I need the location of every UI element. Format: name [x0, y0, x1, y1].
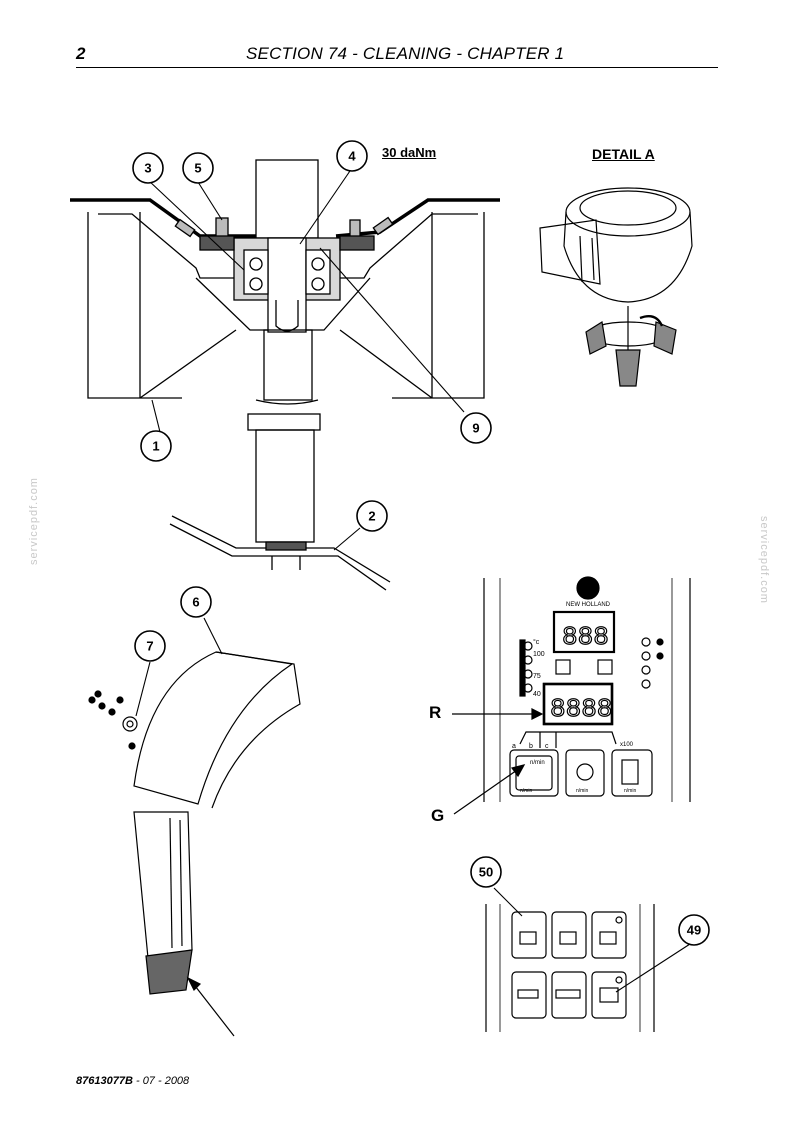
rpm-label: n/min: [530, 760, 545, 766]
button-3-caption: n/min: [624, 788, 636, 794]
discharge-duct: [88, 651, 301, 1037]
panel-labels: NEW HOLLAND °c 100 75 40 a b c x100 n/mi…: [512, 602, 636, 794]
hub-cross-section: [70, 159, 500, 591]
selector-a: a: [512, 743, 516, 750]
callout-1: 1: [152, 439, 159, 454]
torque-label: 30 daNm: [382, 145, 437, 160]
svg-text:888: 888: [562, 622, 609, 652]
footer-date: 07 - 2008: [142, 1075, 190, 1087]
temp-unit: °c: [533, 638, 540, 646]
header-rule: [76, 67, 718, 68]
label-g: G: [431, 806, 445, 825]
range-label: x100: [620, 742, 634, 748]
selector-b: b: [529, 743, 533, 750]
label-r: R: [429, 703, 442, 722]
button-2-caption: n/min: [576, 788, 588, 794]
selector-c: c: [545, 743, 549, 750]
button-1-caption: n/min: [520, 788, 532, 794]
keypad: [485, 904, 655, 1032]
callout-7: 7: [146, 639, 153, 654]
footer-code: 87613077B: [76, 1075, 133, 1087]
callout-6: 6: [192, 595, 199, 610]
callout-leaders-keypad: [493, 887, 691, 993]
control-panel: 888 8888: [483, 576, 691, 802]
temp-100: 100: [533, 651, 545, 658]
callout-4: 4: [348, 149, 356, 164]
svg-text:8888: 8888: [550, 694, 612, 724]
callout-9: 9: [472, 421, 479, 436]
callout-leaders-duct: [135, 617, 223, 717]
callout-3: 3: [144, 161, 151, 176]
callout-49: 49: [687, 923, 701, 938]
page-number: 2: [76, 44, 86, 63]
callout-numbers: 3 5 4 9 1 2 6 7 50 49: [144, 149, 701, 938]
callout-5: 5: [194, 161, 201, 176]
footer: 87613077B - 07 - 2008: [76, 1075, 189, 1087]
callout-leaders-hub: [147, 167, 465, 551]
temp-40: 40: [533, 691, 541, 698]
footer-separator: -: [135, 1075, 143, 1087]
callout-50: 50: [479, 865, 493, 880]
detail-a-label: DETAIL A: [592, 146, 655, 162]
detail-a-fan: [539, 187, 693, 387]
pointer-arrows: [452, 708, 544, 815]
callout-circles: [132, 140, 710, 946]
callout-2: 2: [368, 509, 375, 524]
panel-brand: NEW HOLLAND: [566, 602, 611, 608]
temp-75: 75: [533, 673, 541, 680]
section-title: SECTION 74 - CLEANING - CHAPTER 1: [246, 44, 565, 63]
